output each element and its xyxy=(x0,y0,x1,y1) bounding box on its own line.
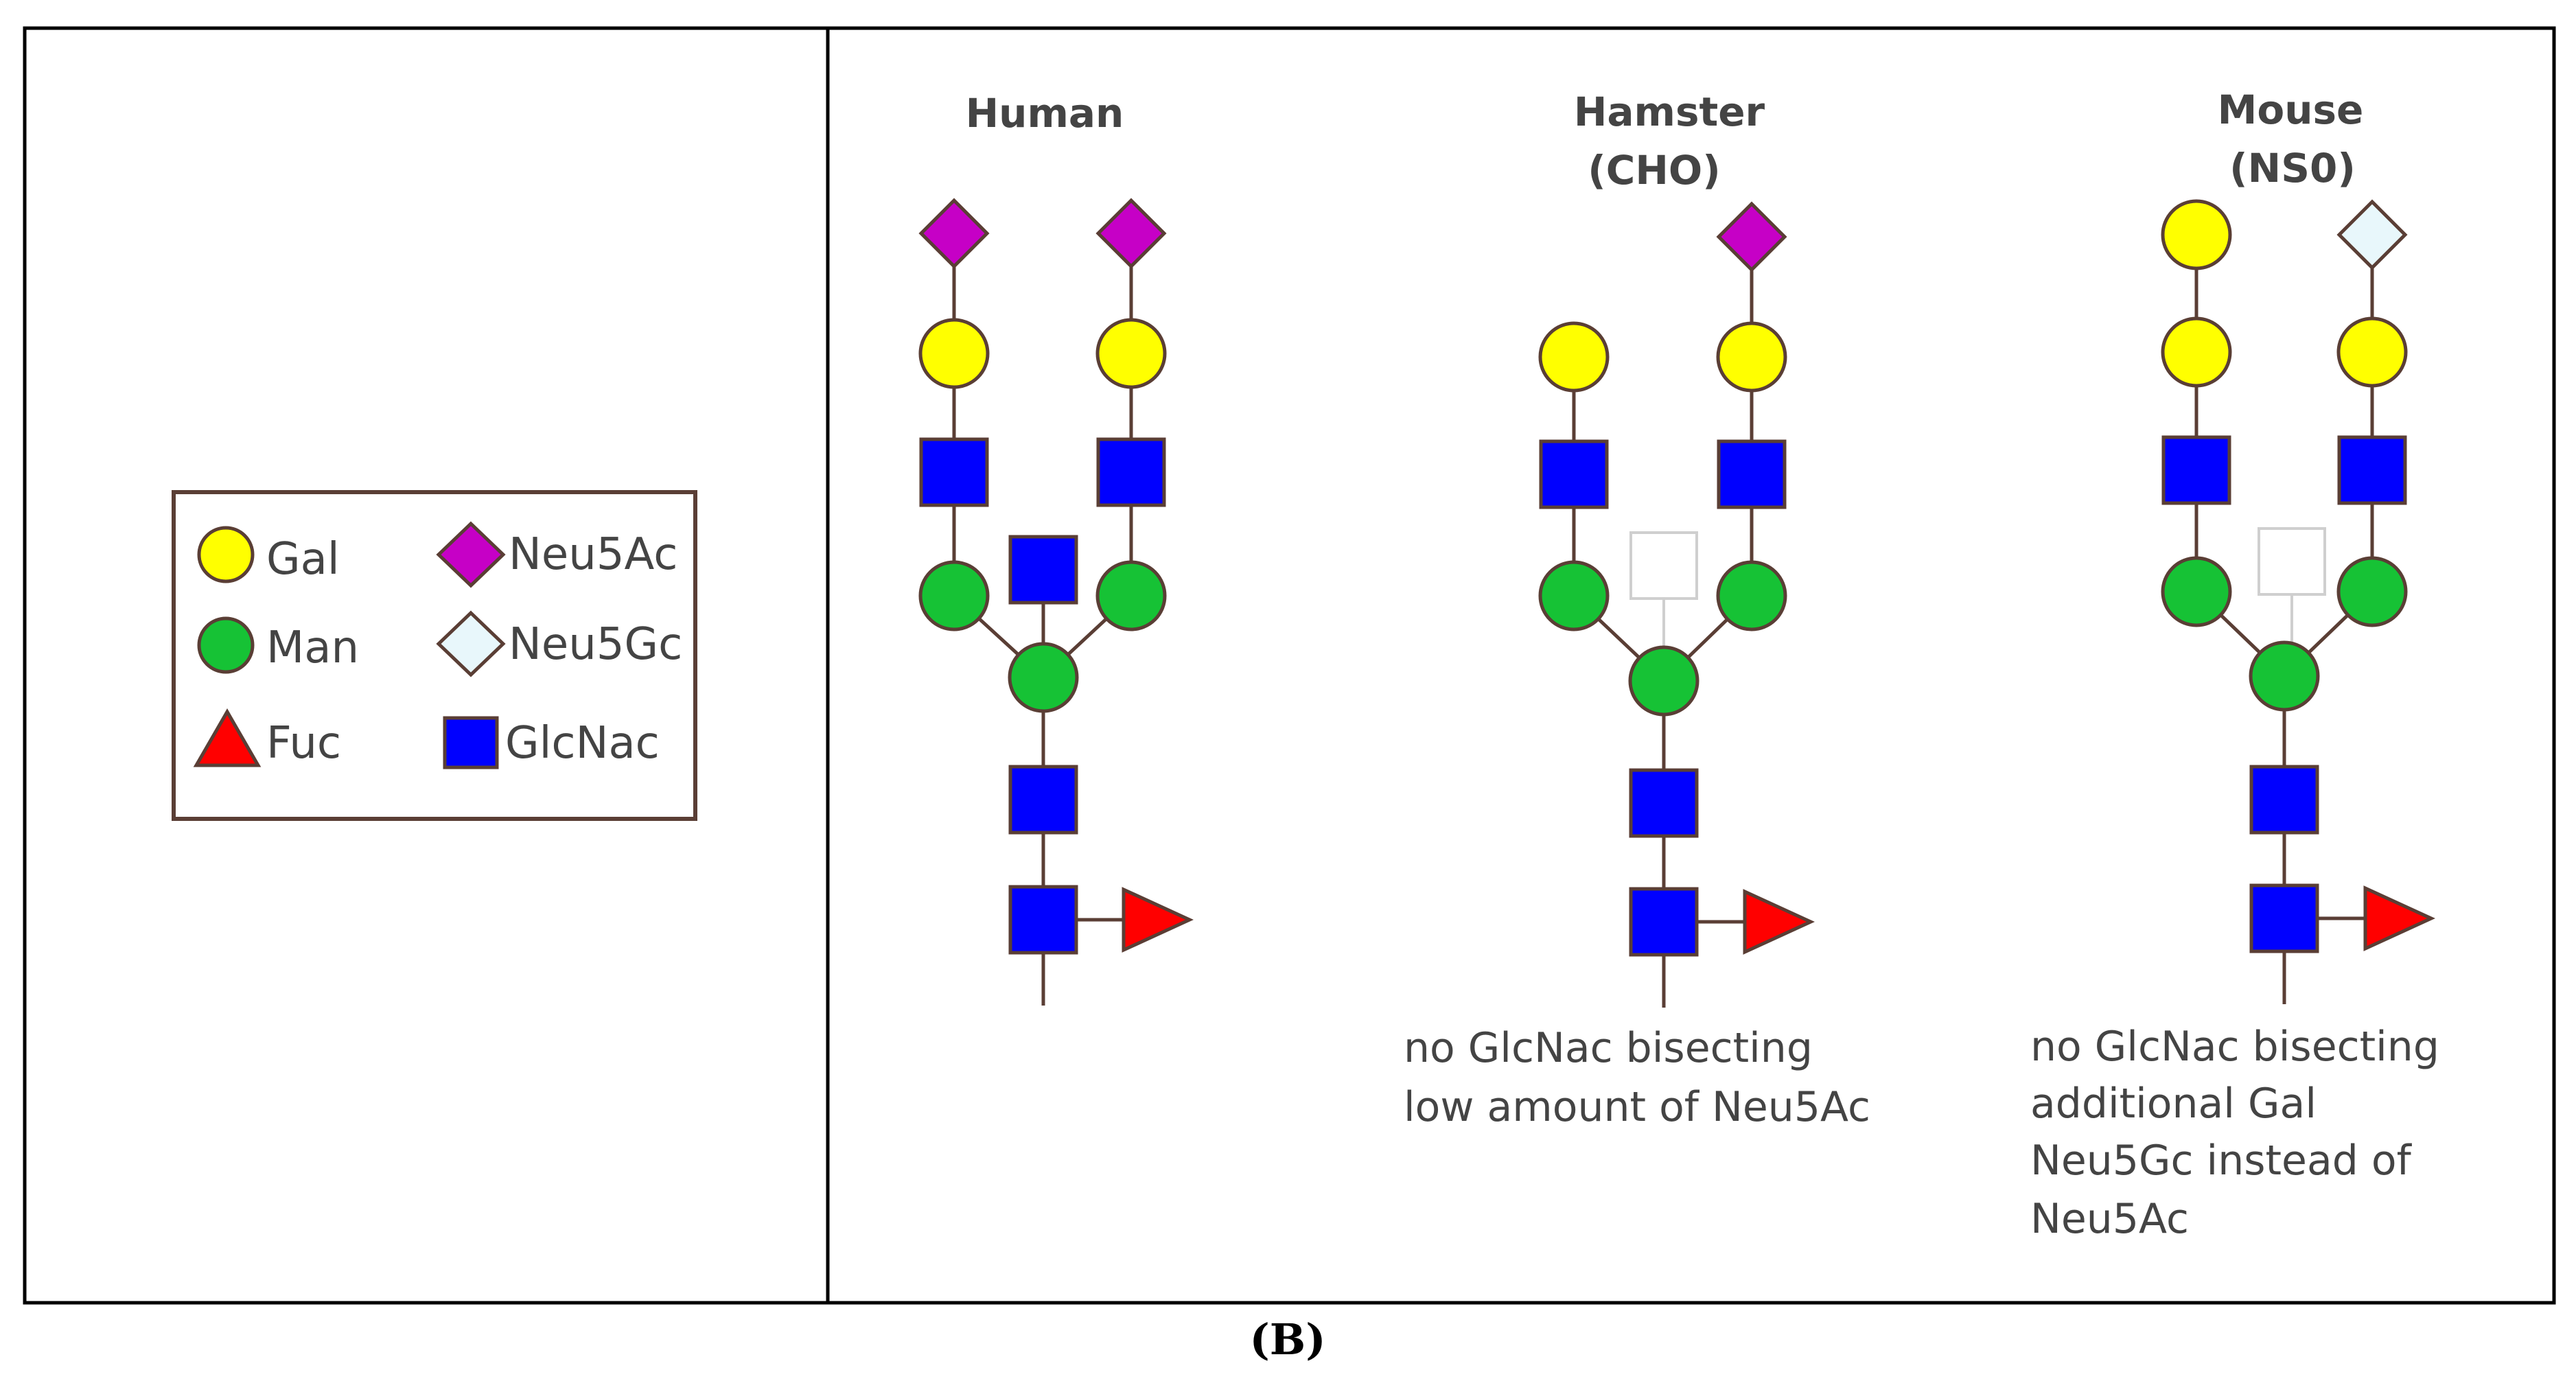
glcnac-square-icon xyxy=(443,716,499,769)
neu5ac-diamond-icon xyxy=(1095,198,1167,269)
legend-label: Gal xyxy=(266,534,340,585)
neu5gc-diamond-icon xyxy=(436,610,506,677)
panel-title: Hamster xyxy=(1574,89,1765,135)
man-circle-icon xyxy=(1716,560,1787,631)
glcnac-square-icon xyxy=(1008,885,1078,955)
glcnac-square-icon xyxy=(1717,439,1787,509)
neu5ac-diamond-icon xyxy=(436,521,506,588)
panel-note: additional Gal xyxy=(2030,1080,2317,1128)
legend-item-glcnac: GlcNac xyxy=(443,716,660,769)
glcnac-square-icon xyxy=(1539,439,1609,509)
glycan-residues xyxy=(918,198,1194,955)
panel-subtitle: (CHO) xyxy=(1588,147,1720,194)
legend-item-gal: Gal xyxy=(197,526,340,585)
legend-label: GlcNac xyxy=(505,718,660,769)
neu5ac-diamond-icon xyxy=(918,198,990,269)
man-circle-icon xyxy=(918,560,990,631)
neu5gc-diamond-icon xyxy=(2336,199,2408,270)
man-circle-icon xyxy=(1628,645,1699,717)
fuc-triangle-icon xyxy=(193,708,262,767)
gal-circle-icon xyxy=(1538,321,1610,393)
man-circle-icon xyxy=(2336,556,2408,627)
hamster-glycan-panel: Hamster (CHO) no GlcNac b xyxy=(1404,89,1870,1131)
absent-bisecting-glcnac-icon xyxy=(1629,531,1698,600)
glcnac-square-icon xyxy=(1629,768,1699,838)
panel-note: Neu5Gc instead of xyxy=(2030,1137,2413,1185)
glcnac-square-icon xyxy=(919,437,989,507)
glcnac-square-icon xyxy=(2337,435,2407,505)
panel-subtitle: (NS0) xyxy=(2229,145,2356,192)
absent-bisecting-glcnac-icon xyxy=(2258,527,2326,596)
mouse-glycan-panel: Mouse (NS0) no Glc xyxy=(2030,86,2439,1243)
gal-circle-icon xyxy=(918,318,990,389)
glycan-residues xyxy=(1538,201,1815,957)
man-circle-icon xyxy=(197,616,255,674)
gal-circle-icon xyxy=(2161,199,2232,270)
man-circle-icon xyxy=(1538,560,1610,631)
legend: Gal Neu5Ac Man Neu5Gc Fuc GlcNac xyxy=(172,490,697,821)
figure-frame xyxy=(23,26,2556,1305)
fuc-triangle-icon xyxy=(1122,887,1194,953)
legend-item-neu5ac: Neu5Ac xyxy=(436,521,677,588)
legend-box xyxy=(172,490,697,821)
man-circle-icon xyxy=(1095,560,1167,631)
glcnac-square-icon xyxy=(1008,765,1078,835)
gal-circle-icon xyxy=(1095,318,1167,389)
panel-title: Human xyxy=(966,90,1124,137)
glcnac-square-icon xyxy=(2161,435,2231,505)
figure-caption: (B) xyxy=(1249,1314,1326,1365)
legend-item-fuc: Fuc xyxy=(193,708,341,769)
glcnac-square-icon xyxy=(2249,883,2319,953)
legend-item-neu5gc: Neu5Gc xyxy=(436,610,682,677)
legend-label: Man xyxy=(266,623,359,673)
fuc-triangle-icon xyxy=(2363,885,2436,951)
gal-circle-icon xyxy=(197,526,255,583)
legend-label: Fuc xyxy=(266,718,341,769)
gal-circle-icon xyxy=(2161,316,2232,388)
man-circle-icon xyxy=(2161,556,2232,627)
man-circle-icon xyxy=(1008,642,1079,713)
gal-circle-icon xyxy=(1716,321,1787,393)
bisecting-glcnac-square-icon xyxy=(1008,535,1078,605)
human-glycan-panel: Human xyxy=(918,90,1194,1006)
glcnac-square-icon xyxy=(1629,887,1699,957)
glycan-residues xyxy=(2161,199,2436,953)
glcnac-square-icon xyxy=(2249,765,2319,835)
panel-title: Mouse xyxy=(2218,86,2364,133)
glcnac-square-icon xyxy=(1096,437,1166,507)
panel-note: no GlcNac bisecting xyxy=(1404,1024,1813,1072)
legend-item-man: Man xyxy=(197,616,359,674)
legend-label: Neu5Ac xyxy=(509,529,677,580)
panel-note: no GlcNac bisecting xyxy=(2030,1023,2439,1071)
neu5ac-diamond-icon xyxy=(1716,201,1787,272)
legend-label: Neu5Gc xyxy=(509,619,682,670)
panel-note: low amount of Neu5Ac xyxy=(1404,1083,1870,1131)
panel-note: Neu5Ac xyxy=(2030,1195,2189,1243)
man-circle-icon xyxy=(2249,640,2320,712)
fuc-triangle-icon xyxy=(1743,889,1815,955)
gal-circle-icon xyxy=(2336,316,2408,388)
